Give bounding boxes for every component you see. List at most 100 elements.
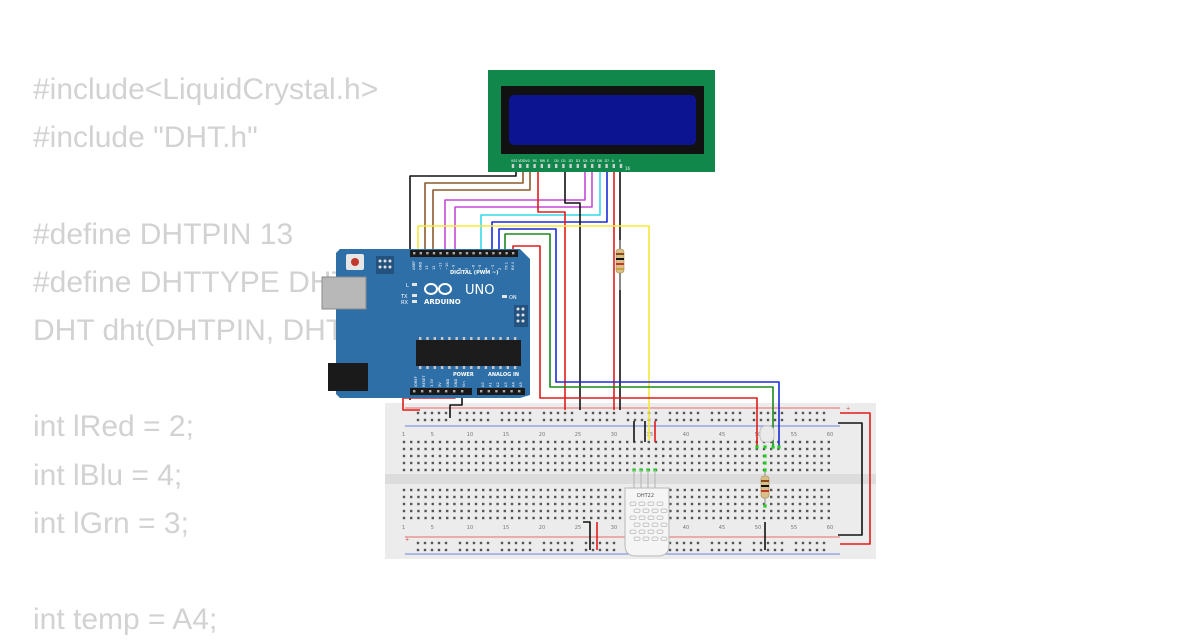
lcd-pin [591,164,594,168]
breadboard-hole [575,440,578,444]
breadboard-hole [676,447,679,451]
breadboard-hole [402,468,406,472]
digital-pin-label: 13 [425,265,429,270]
breadboard-hole [669,461,672,465]
breadboard-hole [690,495,694,499]
breadboard-hole [582,440,586,444]
wire-black-rail-jumper [838,422,863,536]
breadboard-hole [525,468,528,472]
rail-hole [689,418,693,422]
rail-hole [514,418,518,422]
led-rx [412,300,417,303]
breadboard-hole [777,495,780,499]
lcd-pin-label: D3 [576,159,580,163]
rail-hole [507,548,511,552]
rail-hole [458,548,462,552]
rail-hole [598,541,602,545]
breadboard-hole [568,454,571,458]
grille-slot [647,529,655,534]
breadboard-hole [561,509,564,513]
breadboard-hole [410,509,413,513]
header-pin [461,390,464,393]
lcd-pin [519,164,522,168]
breadboard-hole [582,509,586,513]
breadboard-hole [518,468,521,472]
breadboard-hole [460,440,463,444]
breadboard-hole [798,495,802,499]
breadboard-hole [582,502,586,506]
usb-port [321,276,367,310]
chip-leg [513,366,517,369]
rail-hole [479,418,483,422]
breadboard-hole [755,502,758,506]
breadboard-hole [467,509,470,513]
wire-red-lcd-vdd [537,165,566,410]
breadboard-hole [618,440,622,444]
breadboard-hole [460,516,463,520]
digital-pin-label: AREF [412,261,416,270]
header-pin [413,390,416,393]
lcd-pin-label: V0 [525,159,529,163]
breadboard-hole [496,468,499,472]
rail-hole [773,411,777,415]
breadboard-hole [575,447,578,451]
chip-leg [492,337,495,340]
breadboard-hole [582,516,586,520]
breadboard-hole [546,516,550,520]
reset-button-cap[interactable] [351,258,359,266]
rail-hole [675,548,679,552]
rail-hole [815,548,819,552]
breadboard-hole [568,488,571,492]
grille-slot [638,529,646,534]
breadboard-hole [489,516,492,520]
chip-leg [433,366,436,369]
header-pin [429,390,432,393]
breadboard-hole [539,495,542,499]
breadboard-column-number: 1 [402,525,405,531]
breadboard-hole [683,488,686,492]
breadboard-hole [827,488,830,492]
breadboard-hole [690,447,694,451]
breadboard-hole [539,509,542,513]
chip-leg [499,337,502,340]
breadboard-hole [777,454,780,458]
rail-hole [808,541,812,545]
breadboard-hole [453,440,456,444]
breadboard-hole [410,447,413,451]
digital-pin-label: ~5 [478,265,482,270]
breadboard-hole [546,502,550,506]
rail-hole [507,418,511,422]
breadboard-hole [410,440,413,444]
dht22-sensor: DHT22 [624,470,670,557]
uno-logo-infinity [424,283,452,295]
breadboard-hole [539,516,542,520]
breadboard-hole [402,454,406,458]
rail-hole [668,541,672,545]
rail-hole [773,548,777,552]
breadboard-hole [417,488,420,492]
breadboard-hole [748,454,751,458]
header-pin [446,252,449,255]
rail-hole [682,541,686,545]
breadboard-hole [554,447,557,451]
breadboard-hole [539,488,542,492]
rgb-led-body [759,425,775,443]
breadboard-hole [698,495,701,499]
rail-hole [605,418,609,422]
breadboard-hole [467,454,470,458]
breadboard-hole [431,488,434,492]
breadboard-hole [582,447,586,451]
breadboard-hole [712,461,715,465]
grille-slot [651,536,659,541]
chip-leg [470,366,473,369]
icsp-pin [378,259,382,263]
breadboard-hole [402,461,406,465]
breadboard-hole [798,454,802,458]
wire-red-led [512,245,758,447]
rail-hole [563,541,567,545]
rail-hole [570,418,574,422]
breadboard-hole [474,509,478,513]
breadboard-hole [590,502,593,506]
rail-hole [437,541,441,545]
breadboard-hole [510,495,514,499]
